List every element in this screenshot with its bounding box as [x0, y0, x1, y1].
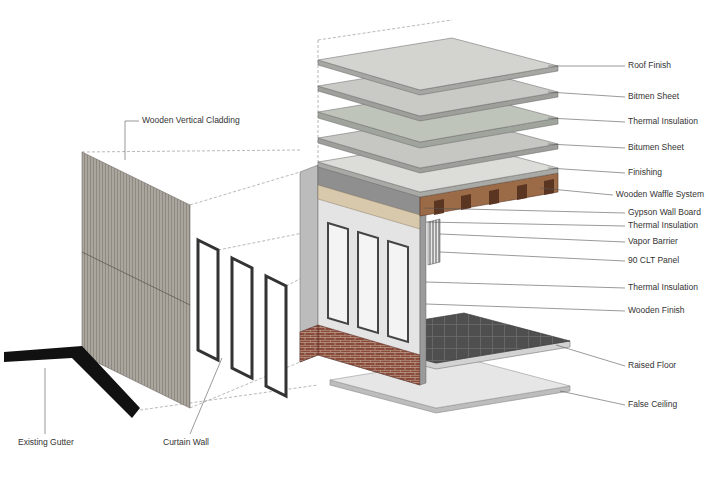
leader-line [426, 222, 625, 226]
waffle-slot [517, 184, 527, 200]
part-label: Wooden Waffle System [616, 190, 704, 200]
brick-base [318, 325, 420, 385]
part-label: Wooden Finish [628, 306, 685, 316]
part-label: Raised Floor [628, 361, 676, 371]
guide-line [82, 150, 300, 152]
part-label: Gypson Wall Board [628, 208, 701, 218]
waffle-slot [461, 194, 471, 210]
curtain-wall-frames [198, 240, 286, 396]
curtain-frame [232, 258, 252, 378]
guide-line [318, 20, 452, 40]
leader-line [548, 144, 625, 148]
brick-base-side [300, 325, 318, 362]
leader-line [548, 168, 625, 173]
part-label: Curtain Wall [163, 438, 209, 448]
part-label: Bitumen Sheet [628, 143, 684, 153]
waffle-slot [544, 179, 554, 195]
window-opening [358, 232, 378, 333]
cladding-joint [82, 252, 190, 305]
curtain-frame [266, 276, 286, 396]
leader-line [125, 121, 139, 160]
window-opening [328, 223, 348, 324]
part-label: Finishing [628, 168, 662, 178]
clt-detail [428, 219, 440, 265]
part-label: Thermal Insulation [628, 117, 698, 127]
leader-line [423, 208, 625, 213]
leader-line [190, 358, 222, 434]
leader-line [548, 118, 625, 122]
leader-line [548, 92, 625, 97]
window-opening [388, 241, 408, 342]
part-label: Wooden Vertical Cladding [142, 116, 240, 126]
leader-line [440, 252, 625, 261]
curtain-frame [198, 240, 218, 360]
leader-line [560, 391, 625, 405]
part-label: Roof Finish [628, 61, 671, 71]
guide-line [190, 172, 300, 205]
part-label: Bitmen Sheet [628, 92, 679, 102]
guide-line [318, 40, 319, 165]
leader-line [426, 282, 625, 288]
leader-line [45, 368, 46, 434]
part-label: Existing Gutter [18, 438, 74, 448]
part-label: Thermal Insulation [628, 283, 698, 293]
waffle-slot [434, 199, 444, 215]
waffle-slot [489, 189, 499, 205]
part-label: Thermal Insulation [628, 221, 698, 231]
leader-line [540, 188, 613, 195]
leader-line [548, 66, 625, 67]
part-label: False Ceiling [628, 400, 677, 410]
wall-face [318, 165, 420, 385]
leader-line [440, 234, 625, 242]
part-label: Vapor Barrier [628, 237, 678, 247]
gutter [4, 346, 140, 418]
wall-edge [420, 193, 426, 385]
leader-line [556, 345, 625, 366]
roof-finish-layer [318, 38, 558, 90]
wall-side [300, 165, 318, 362]
part-label: 90 CLT Panel [628, 256, 679, 266]
leader-line [426, 304, 625, 311]
